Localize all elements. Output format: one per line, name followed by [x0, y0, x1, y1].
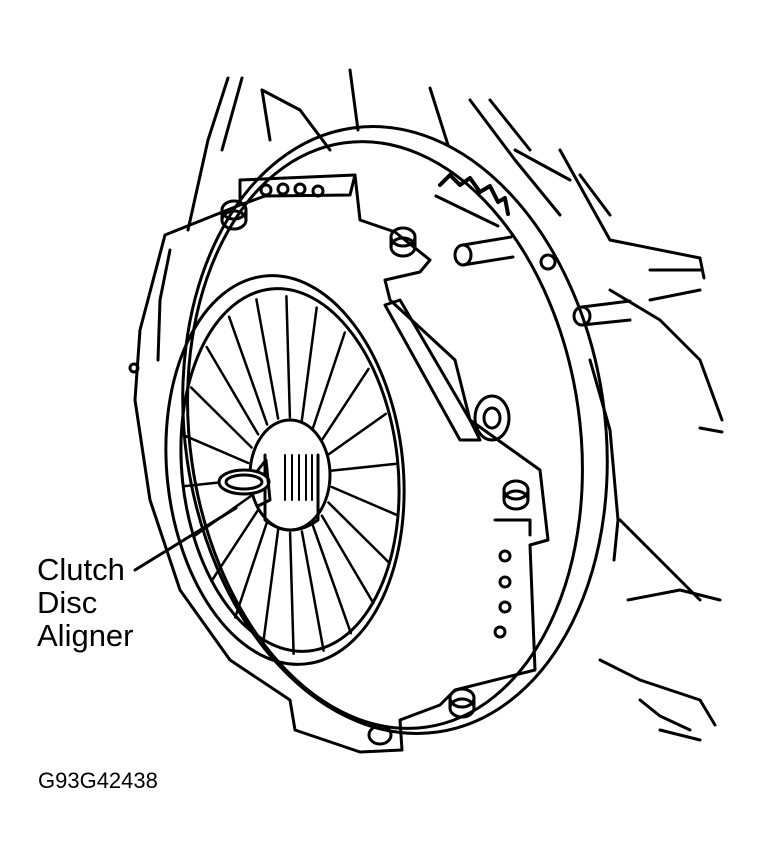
diaphragm-finger [205, 345, 260, 436]
diaphragm-finger [227, 315, 269, 426]
diaphragm-finger [262, 528, 280, 644]
diaphragm-finger [320, 367, 370, 442]
diaphragm-finger [182, 433, 250, 465]
callout-line-3: Aligner [37, 618, 134, 653]
pressure-plate-cover [133, 173, 550, 754]
engine-block-outline [186, 68, 724, 742]
diaphragm-finger [300, 306, 318, 422]
diaphragm-finger [327, 412, 388, 456]
figure-id: G93G42438 [38, 768, 158, 793]
diaphragm-finger [327, 501, 391, 564]
diaphragm-finger [255, 298, 280, 420]
cover-bolts [128, 199, 632, 746]
diaphragm-finger [311, 331, 347, 430]
callout-line-1: Clutch [37, 552, 125, 587]
callout-leader-line [133, 506, 238, 572]
diaphragm-finger [300, 530, 325, 652]
diaphragm-finger [330, 462, 397, 472]
callout-line-2: Disc [37, 585, 98, 620]
diaphragm-finger [210, 508, 260, 583]
diaphragm-finger [233, 520, 269, 619]
diaphragm-spring [164, 274, 406, 666]
diaphragm-finger [330, 485, 398, 517]
flywheel [181, 125, 609, 735]
diaphragm-finger [189, 386, 253, 449]
diaphragm-finger [288, 531, 295, 656]
callout-label: Clutch Disc Aligner [37, 553, 134, 652]
diaphragm-finger [320, 514, 375, 605]
diaphragm-finger [285, 294, 292, 419]
diaphragm-finger [311, 524, 353, 635]
diaphragm-fingers [182, 294, 398, 656]
clutch-disc-aligner [217, 458, 272, 508]
drive-strap [383, 298, 511, 442]
